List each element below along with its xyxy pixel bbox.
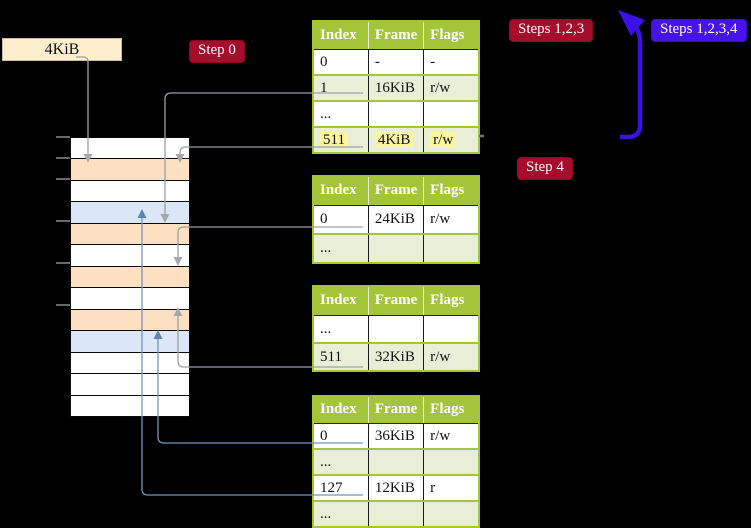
table-cell <box>423 500 479 527</box>
table-cell: ... <box>313 100 369 127</box>
column-header-index: Index <box>313 286 369 316</box>
table-cell: 127 <box>313 474 369 501</box>
table-cell: 4KiB <box>368 126 425 153</box>
column-header-index: Index <box>313 176 369 206</box>
table-cell: 12KiB <box>368 474 425 501</box>
memory-frame-mapped <box>71 330 189 352</box>
recursion-loop-arrow <box>620 22 643 140</box>
column-header-frame: Frame <box>368 396 425 424</box>
recursion-loop-arrowhead <box>618 10 645 36</box>
badge-steps123: Steps 1,2,3 <box>509 19 594 42</box>
table-cell: r/w <box>423 342 479 371</box>
column-header-frame: Frame <box>368 286 425 316</box>
table-row: ... <box>313 448 479 475</box>
memory-frame-free <box>71 138 189 159</box>
memory-frame-pagetable <box>71 265 189 288</box>
table-cell: r/w <box>430 211 451 227</box>
column-header-index: Index <box>313 396 369 424</box>
table-cell: r/w <box>430 427 451 444</box>
memory-frame-free <box>71 351 189 374</box>
table-cell <box>423 448 479 475</box>
table-cell: r <box>423 474 479 501</box>
column-header-flags: Flags <box>423 396 479 424</box>
memory-frame-free <box>71 394 189 417</box>
table-row: 511 4KiB r/w <box>313 126 479 153</box>
table-row: 0-- <box>313 49 479 75</box>
memory-frame-free <box>71 244 189 266</box>
memory-frame-mapped <box>71 201 189 223</box>
table-row: ... <box>313 100 479 127</box>
table-cell: 24KiB <box>368 205 425 234</box>
table-cell: ... <box>313 448 369 475</box>
table-cell <box>368 233 425 263</box>
table-cell: 16KiB <box>368 74 425 101</box>
page-size-box: 4KiB <box>2 38 122 61</box>
badge-step4: Step 4 <box>517 157 573 180</box>
table-cell: ... <box>313 233 369 263</box>
memory-frame-free <box>71 179 189 202</box>
table-cell: 0 <box>313 49 369 75</box>
highlighted-value: 511 <box>320 131 348 148</box>
table-cell: 511 <box>313 126 369 153</box>
memory-frame-free <box>71 373 189 395</box>
table-cell: ... <box>313 315 369 343</box>
table-cell <box>368 500 425 527</box>
column-header-flags: Flags <box>423 176 479 206</box>
badge-step0: Step 0 <box>189 40 245 63</box>
table-cell: r/w <box>423 126 479 153</box>
table-cell: - <box>430 53 436 70</box>
table-cell: 0 <box>313 423 369 449</box>
highlighted-value: 4KiB <box>374 131 414 148</box>
table-cell <box>368 448 425 475</box>
table-cell: 1 <box>313 74 369 101</box>
column-header-frame: Frame <box>368 176 425 206</box>
table-cell: 32KiB <box>368 342 425 371</box>
memory-frame-free <box>71 287 189 309</box>
memory-frame-pagetable <box>71 308 189 331</box>
column-header-flags: Flags <box>423 286 479 316</box>
memory-frame-pagetable <box>71 158 189 180</box>
table-row: ... <box>313 315 479 344</box>
table-cell: - <box>368 49 425 75</box>
table-cell: 0 <box>313 205 369 234</box>
table-row: ... <box>313 233 479 263</box>
column-header-frame: Frame <box>368 21 425 50</box>
memory-tick-marks <box>56 136 70 306</box>
table-cell <box>368 315 425 343</box>
table-row: ... <box>313 500 479 527</box>
highlighted-value: r/w <box>430 131 457 148</box>
table-cell <box>423 233 479 263</box>
page-size-label: 4KiB <box>44 40 80 58</box>
table-cell <box>424 316 479 344</box>
table-cell <box>368 100 425 127</box>
table-cell <box>423 100 479 127</box>
memory-frame-pagetable <box>71 222 189 245</box>
badge-steps1234: Steps 1,2,3,4 <box>651 19 747 42</box>
memory-stack <box>70 137 190 417</box>
column-header-flags: Flags <box>423 21 479 50</box>
column-header-index: Index <box>313 21 369 50</box>
table-cell: ... <box>313 500 369 527</box>
table-cell: r/w <box>423 74 479 101</box>
table-cell: 36KiB <box>368 423 425 449</box>
table-cell: 511 <box>313 342 369 371</box>
